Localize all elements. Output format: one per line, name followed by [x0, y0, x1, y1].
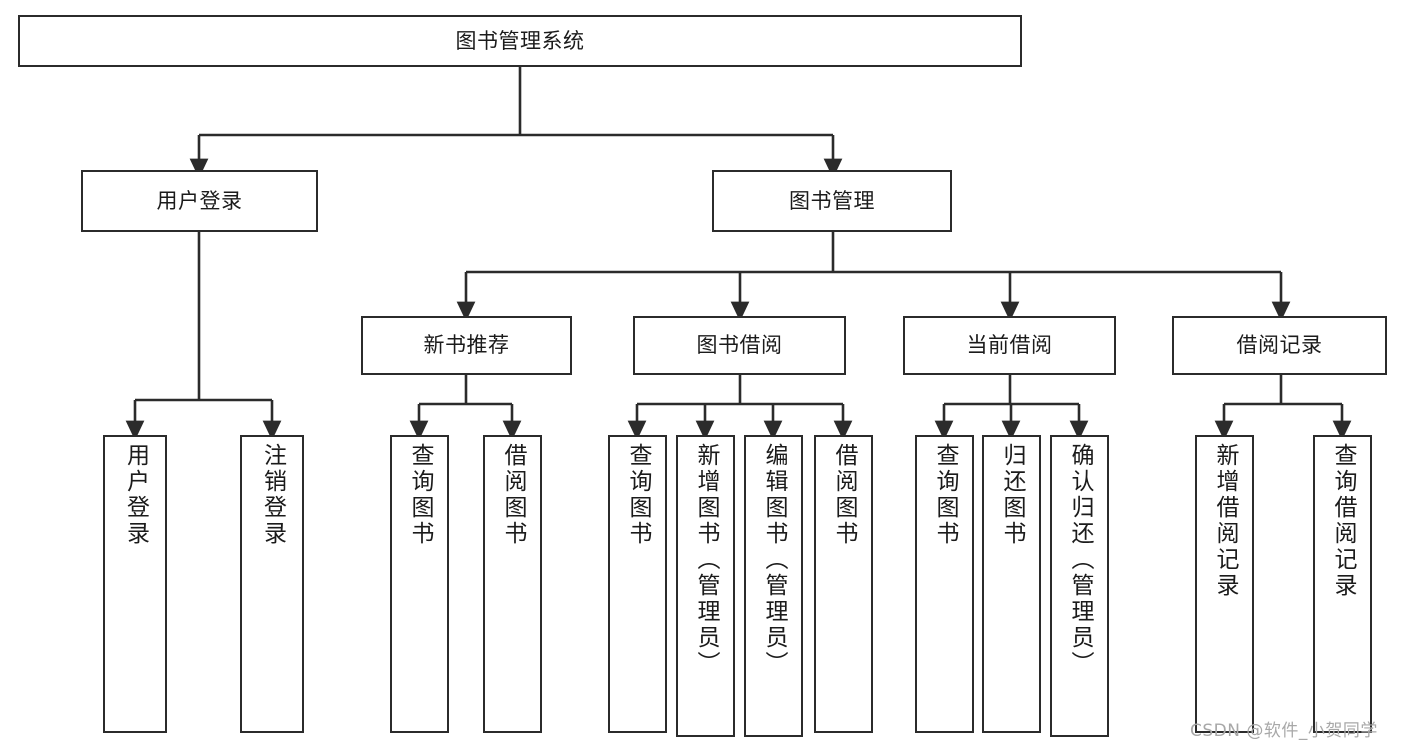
node-borrow-record-label: 借阅记录 — [1236, 333, 1323, 358]
node-borrow-record[interactable]: 借阅记录 — [1172, 316, 1387, 375]
node-leaf-add-record-label: 新增借阅记录 — [1212, 443, 1238, 599]
node-leaf-confirm-return[interactable]: 确认归还（管理员） — [1050, 435, 1109, 737]
node-user-login-label: 用户登录 — [156, 188, 243, 213]
node-leaf-confirm-return-label: 确认归还（管理员） — [1067, 443, 1093, 677]
node-leaf-query-record-label: 查询借阅记录 — [1330, 443, 1356, 599]
node-leaf-add-book-label: 新增图书（管理员） — [693, 443, 719, 677]
node-leaf-user-login-label: 用户登录 — [122, 443, 149, 547]
node-leaf-logout-label: 注销登录 — [259, 443, 286, 547]
node-leaf-query-book-1-label: 查询图书 — [407, 443, 433, 547]
node-leaf-borrow-book-1[interactable]: 借阅图书 — [483, 435, 542, 733]
node-leaf-query-book-3[interactable]: 查询图书 — [915, 435, 974, 733]
node-user-login[interactable]: 用户登录 — [81, 170, 318, 232]
node-leaf-borrow-book-1-label: 借阅图书 — [500, 443, 526, 547]
node-new-book-recommend-label: 新书推荐 — [423, 333, 510, 358]
node-leaf-query-book-1[interactable]: 查询图书 — [390, 435, 449, 733]
node-current-borrow[interactable]: 当前借阅 — [903, 316, 1116, 375]
node-new-book-recommend[interactable]: 新书推荐 — [361, 316, 572, 375]
node-book-borrow-label: 图书借阅 — [696, 333, 783, 358]
node-leaf-query-book-3-label: 查询图书 — [932, 443, 958, 547]
node-leaf-borrow-book-2-label: 借阅图书 — [831, 443, 857, 547]
node-leaf-query-book-2[interactable]: 查询图书 — [608, 435, 667, 733]
node-leaf-add-book[interactable]: 新增图书（管理员） — [676, 435, 735, 737]
node-leaf-edit-book[interactable]: 编辑图书（管理员） — [744, 435, 803, 737]
node-book-borrow[interactable]: 图书借阅 — [633, 316, 846, 375]
node-leaf-return-book[interactable]: 归还图书 — [982, 435, 1041, 733]
node-leaf-query-record[interactable]: 查询借阅记录 — [1313, 435, 1372, 733]
node-root[interactable]: 图书管理系统 — [18, 15, 1022, 67]
node-book-manage[interactable]: 图书管理 — [712, 170, 952, 232]
node-root-label: 图书管理系统 — [455, 28, 585, 53]
node-leaf-return-book-label: 归还图书 — [999, 443, 1025, 547]
node-leaf-query-book-2-label: 查询图书 — [625, 443, 651, 547]
node-leaf-user-login[interactable]: 用户登录 — [103, 435, 167, 733]
csdn-watermark: CSDN @软件_小贺同学 — [1190, 721, 1378, 741]
node-book-manage-label: 图书管理 — [789, 188, 875, 213]
node-leaf-logout[interactable]: 注销登录 — [240, 435, 304, 733]
node-leaf-borrow-book-2[interactable]: 借阅图书 — [814, 435, 873, 733]
node-current-borrow-label: 当前借阅 — [966, 333, 1053, 358]
node-leaf-edit-book-label: 编辑图书（管理员） — [761, 443, 787, 677]
node-leaf-add-record[interactable]: 新增借阅记录 — [1195, 435, 1254, 733]
